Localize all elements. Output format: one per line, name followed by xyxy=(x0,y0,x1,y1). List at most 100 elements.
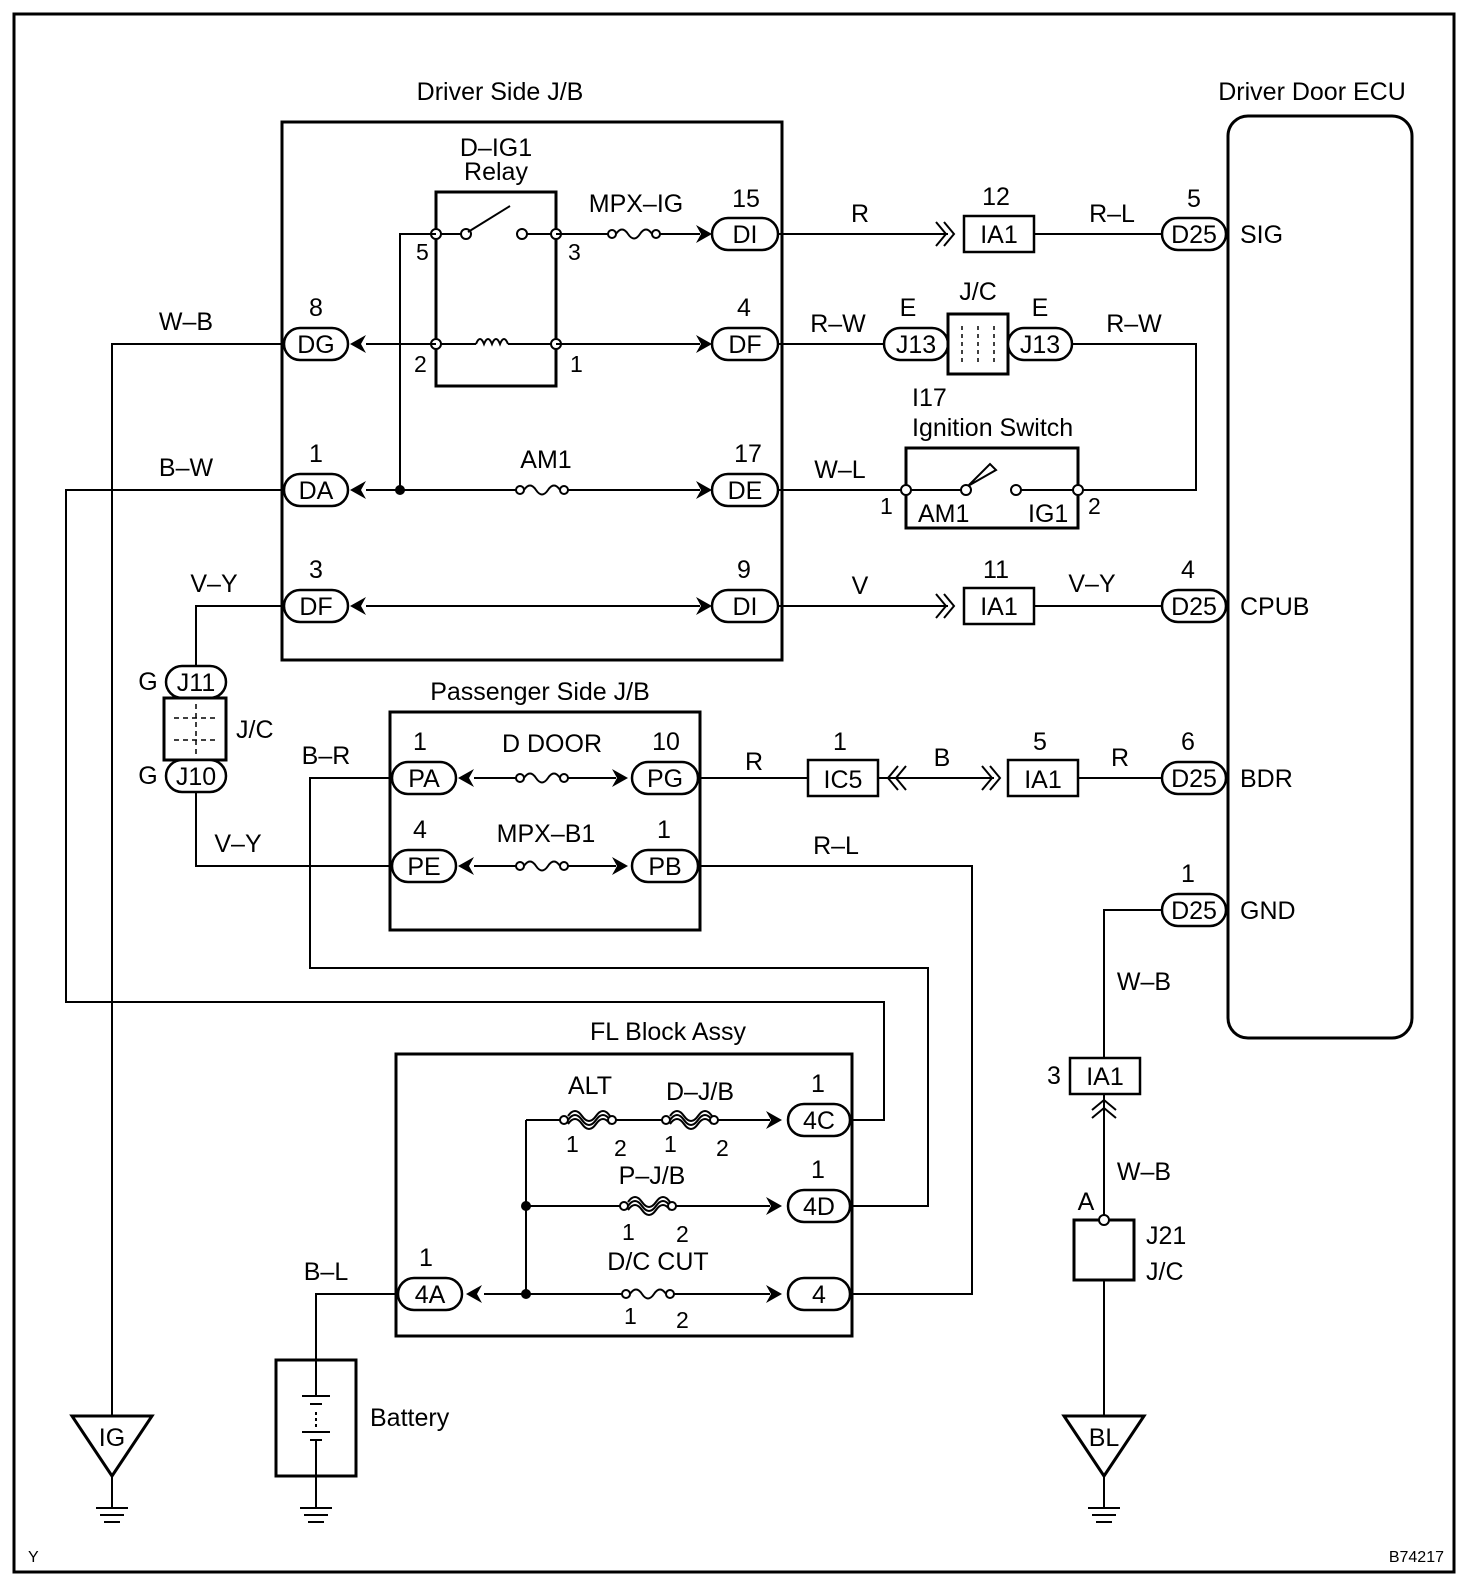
pin-e-left: E xyxy=(900,294,917,322)
pin-relay-2: 2 xyxy=(414,351,427,377)
fuse-d-door xyxy=(515,772,569,784)
fuse-d-jb-label: D–J/B xyxy=(666,1078,734,1106)
wire-label-bl: B–L xyxy=(304,1258,349,1286)
pin-12: 12 xyxy=(982,183,1010,211)
fuse-dc-cut-label: D/C CUT xyxy=(607,1248,708,1276)
fuse-alt-label: ALT xyxy=(568,1072,612,1100)
connector-de-label: DE xyxy=(728,477,763,505)
pin-sw-1: 1 xyxy=(880,493,893,519)
ia1-label-11: IA1 xyxy=(980,593,1018,621)
connector-df3-label: DF xyxy=(299,593,332,621)
connector-ia1-3 xyxy=(1068,1056,1142,1096)
pin-relay-5: 5 xyxy=(416,239,429,265)
fuse-mpx-b1-label: MPX–B1 xyxy=(497,820,596,848)
j10-label: J10 xyxy=(176,763,216,791)
j11-label: J11 xyxy=(177,669,215,697)
c4c-label: 4C xyxy=(803,1107,835,1135)
pin-1-da: 1 xyxy=(309,440,323,468)
fuse-mpx-ig xyxy=(607,228,661,240)
fl-block-box xyxy=(394,1052,854,1338)
wire-label-bw: B–W xyxy=(159,454,214,482)
pin-9: 9 xyxy=(737,556,751,584)
ic5-label: IC5 xyxy=(824,766,863,794)
connector-ia1-12 xyxy=(962,214,1036,254)
wire-label-wl: W–L xyxy=(814,456,866,484)
d25-label-6: D25 xyxy=(1171,765,1217,793)
pin-6: 6 xyxy=(1181,728,1195,756)
pb-label: PB xyxy=(648,853,681,881)
pin-a: A xyxy=(1078,1188,1095,1216)
fuse-d-door-label: D DOOR xyxy=(502,730,602,758)
pin-dc-1: 1 xyxy=(624,1303,637,1329)
pin-5-ia1: 5 xyxy=(1033,728,1047,756)
passenger-jb-box xyxy=(388,710,702,932)
relay-label-1: D–IG1 xyxy=(460,134,532,162)
connector-d25-6 xyxy=(1160,760,1228,796)
pin-17: 17 xyxy=(734,440,762,468)
driver-jb-box xyxy=(280,120,784,662)
connector-pg xyxy=(630,760,700,796)
c4a-label: 4A xyxy=(415,1281,446,1309)
ignition-id: I17 xyxy=(912,384,947,412)
pin-alt-2: 2 xyxy=(614,1135,627,1161)
pin-4-df: 4 xyxy=(737,294,751,322)
wire-label-r-bdr2: R xyxy=(1111,744,1129,772)
battery-label: Battery xyxy=(370,1404,450,1432)
wire-label-rl-pb: R–L xyxy=(813,832,859,860)
pin-1-4a: 1 xyxy=(419,1244,433,1272)
fuse-alt xyxy=(559,1110,617,1130)
relay-contact xyxy=(467,205,511,233)
ground-bl-label: BL xyxy=(1089,1424,1120,1452)
j13-right-label: J13 xyxy=(1020,331,1060,359)
jc-j21 xyxy=(1072,1218,1136,1282)
pe-label: PE xyxy=(407,853,440,881)
pin-11: 11 xyxy=(983,556,1009,584)
connector-4 xyxy=(786,1276,852,1312)
ia1-label-3: IA1 xyxy=(1086,1063,1124,1091)
ignition-name: Ignition Switch xyxy=(912,414,1073,442)
ecu-terminal-bdr: BDR xyxy=(1240,765,1293,793)
connector-pb xyxy=(630,848,700,884)
pin-sw-2: 2 xyxy=(1088,493,1101,519)
pin-relay-1: 1 xyxy=(570,351,583,377)
pin-1-pb: 1 xyxy=(657,816,671,844)
wire-label-r-bdr: R xyxy=(745,748,763,776)
connector-di-label: DI xyxy=(733,221,758,249)
switch-am1: AM1 xyxy=(918,500,969,528)
connector-4c xyxy=(786,1102,852,1138)
jc-top-label: J/C xyxy=(959,278,997,306)
ia1-label-12: IA1 xyxy=(980,221,1018,249)
pin-1-pa: 1 xyxy=(413,728,427,756)
pin-1-4d: 1 xyxy=(811,1156,825,1184)
wire-label-vy-bottom: V–Y xyxy=(214,830,262,858)
fuse-am1 xyxy=(515,484,569,496)
c4d-label: 4D xyxy=(803,1193,835,1221)
pa-label: PA xyxy=(408,765,440,793)
j13-left-label: J13 xyxy=(896,331,936,359)
wire-label-wb-left: W–B xyxy=(159,308,213,336)
pin-1-d25: 1 xyxy=(1181,860,1195,888)
footer-left: Y xyxy=(28,1549,39,1566)
pin-4-d25: 4 xyxy=(1181,556,1195,584)
fuse-d-jb xyxy=(661,1110,719,1130)
d25-label-4: D25 xyxy=(1171,593,1217,621)
pin-3-df: 3 xyxy=(309,556,323,584)
wire-label-r-sig: R xyxy=(851,200,869,228)
wire-label-br: B–R xyxy=(302,742,351,770)
pin-alt-1: 1 xyxy=(566,1131,579,1157)
connector-di9-label: DI xyxy=(733,593,758,621)
relay-label-2: Relay xyxy=(464,158,528,186)
connector-pe xyxy=(390,848,458,884)
pin-e-right: E xyxy=(1032,294,1049,322)
driver-jb-title: Driver Side J/B xyxy=(417,78,584,106)
pin-8: 8 xyxy=(309,294,323,322)
footer-code: B74217 xyxy=(1389,1549,1444,1566)
wire-label-rw-left: R–W xyxy=(810,310,866,338)
fuse-p-jb xyxy=(619,1196,677,1216)
wire-label-wb-gnd: W–B xyxy=(1117,968,1171,996)
connector-dg-label: DG xyxy=(297,331,335,359)
pin-relay-3: 3 xyxy=(568,239,581,265)
connector-ic5 xyxy=(806,758,880,798)
ground-bl xyxy=(1061,1414,1147,1479)
